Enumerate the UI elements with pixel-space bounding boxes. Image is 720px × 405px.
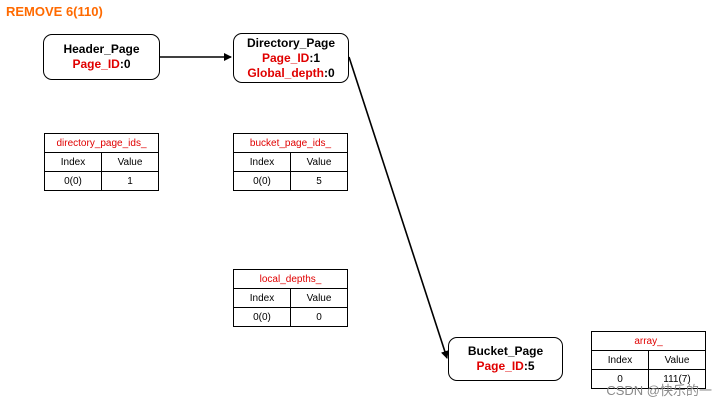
directory-page-id: Page_ID:1 — [262, 51, 320, 66]
column-header-value: Value — [101, 152, 159, 172]
directory-global-depth-label: Global_depth — [247, 65, 324, 80]
directory-page-ids-table: directory_page_ids_ Index Value 0(0) 1 — [44, 133, 159, 191]
header-page-id-label: Page_ID — [72, 57, 120, 71]
directory-page-name: Directory_Page — [246, 35, 336, 50]
cell-index: 0 — [591, 369, 649, 389]
bucket-page-id-value: :5 — [523, 359, 535, 373]
table-row: 0 111(7) — [591, 369, 706, 389]
column-header-value: Value — [648, 350, 706, 370]
header-page-box: Header_Page Page_ID:0 — [43, 34, 160, 80]
column-header-value: Value — [290, 288, 348, 308]
bucket-page-id: Page_ID:5 — [476, 359, 534, 374]
table-caption: local_depths_ — [233, 269, 348, 289]
cell-value: 111(7) — [648, 369, 706, 389]
diagram-title: REMOVE 6(110) — [6, 4, 103, 19]
table-row: 0(0) 1 — [44, 171, 159, 191]
directory-global-depth: Global_depth:0 — [247, 66, 334, 81]
column-header-index: Index — [233, 152, 291, 172]
bucket-page-box: Bucket_Page Page_ID:5 — [448, 337, 563, 381]
directory-page-id-label: Page_ID — [261, 50, 310, 65]
local-depths-table: local_depths_ Index Value 0(0) 0 — [233, 269, 348, 327]
bucket-page-ids-table: bucket_page_ids_ Index Value 0(0) 5 — [233, 133, 348, 191]
column-header-value: Value — [290, 152, 348, 172]
arrow-directory-to-bucket — [348, 56, 449, 359]
directory-global-depth-value: :0 — [324, 65, 335, 80]
table-caption: bucket_page_ids_ — [233, 133, 348, 153]
column-header-index: Index — [591, 350, 649, 370]
cell-value: 0 — [290, 307, 348, 327]
table-caption: array_ — [591, 331, 706, 351]
cell-index: 0(0) — [233, 171, 291, 191]
directory-page-id-value: :1 — [309, 50, 321, 65]
watermark: CSDN @快乐的一 — [606, 383, 712, 398]
bucket-page-name: Bucket_Page — [467, 344, 544, 358]
bucket-page-id-label: Page_ID — [476, 359, 524, 373]
column-header-index: Index — [44, 152, 102, 172]
cell-value: 1 — [101, 171, 159, 191]
cell-value: 5 — [290, 171, 348, 191]
column-header-index: Index — [233, 288, 291, 308]
array-table: array_ Index Value 0 111(7) — [591, 331, 706, 389]
cell-index: 0(0) — [44, 171, 102, 191]
table-row: 0(0) 0 — [233, 307, 348, 327]
table-row: 0(0) 5 — [233, 171, 348, 191]
table-caption: directory_page_ids_ — [44, 133, 159, 153]
header-page-id: Page_ID:0 — [72, 57, 130, 72]
cell-index: 0(0) — [233, 307, 291, 327]
directory-page-box: Directory_Page Page_ID:1 Global_depth:0 — [233, 33, 349, 83]
header-page-name: Header_Page — [63, 42, 140, 56]
header-page-id-value: :0 — [119, 57, 131, 71]
